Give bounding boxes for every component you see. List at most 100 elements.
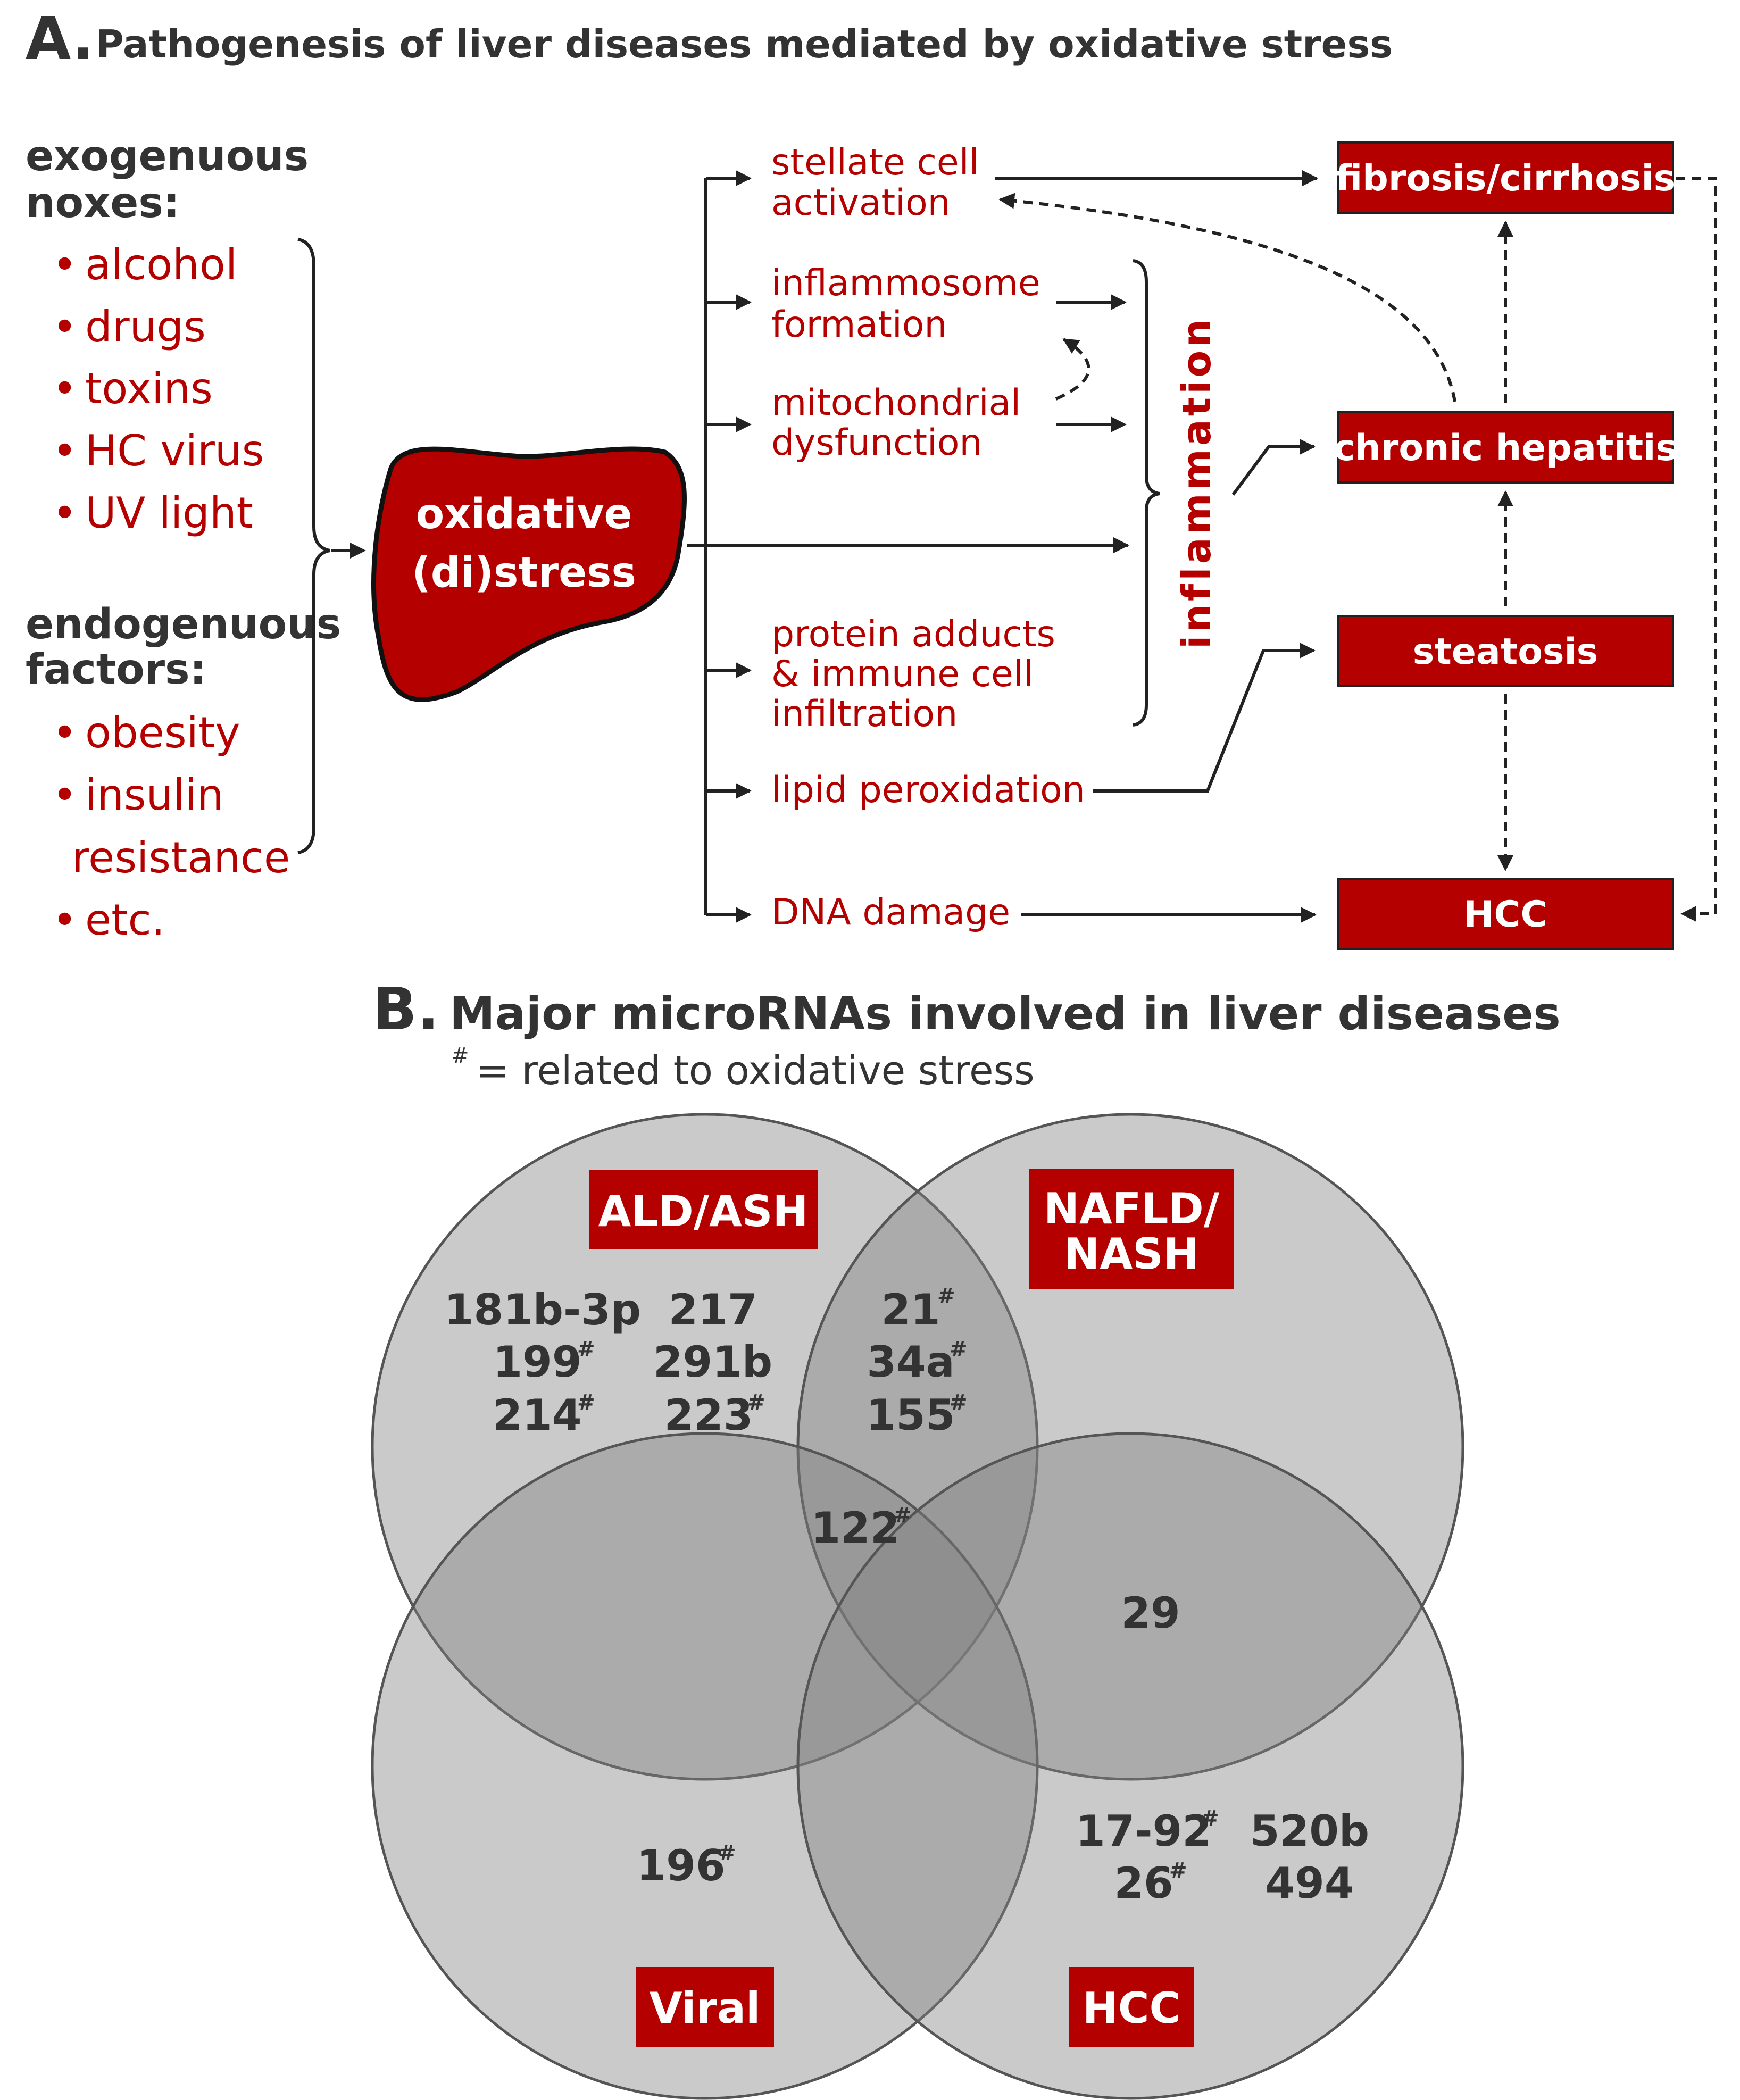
hash-mark: # — [937, 1284, 955, 1309]
mirna-center-label: 122 — [811, 1503, 900, 1553]
hcc-set-label: HCC — [1083, 1984, 1180, 2033]
list-item: resistance — [72, 833, 290, 882]
hash-mark: # — [894, 1503, 912, 1528]
hash-mark: # — [747, 1390, 765, 1415]
endogenous-list: • obesity • insulin resistance • etc. — [52, 708, 290, 945]
hash-mark: # — [577, 1390, 595, 1415]
mirna-label: 17-92 — [1076, 1806, 1212, 1856]
stellate-label-1: stellate cell — [771, 141, 979, 184]
bullet-icon: • — [52, 895, 77, 945]
mito-to-inflammasome-arrow — [1055, 338, 1090, 401]
hcc-circle — [796, 1432, 1464, 2100]
mirna-nafld-hcc-label: 29 — [1121, 1588, 1180, 1638]
mirna-label: 520b — [1250, 1806, 1369, 1856]
bullet-icon: • — [52, 302, 77, 352]
mirna-label: 214 — [493, 1390, 582, 1440]
ald-only-mirnas: 181b-3p 217 199 # 291b 214 # 223 # — [444, 1285, 772, 1440]
hcc-box — [1337, 878, 1674, 950]
branch-arrows — [706, 170, 752, 923]
panel-b-title: Major microRNAs involved in liver diseas… — [449, 987, 1561, 1040]
bullet-icon: • — [52, 364, 77, 413]
bullet-icon: • — [52, 708, 77, 757]
bullet-icon: • — [52, 426, 77, 476]
hcc-set-label-box — [1069, 1967, 1194, 2047]
hash-mark: # — [577, 1337, 595, 1362]
list-item: HC virus — [85, 426, 264, 476]
list-item: etc. — [85, 895, 165, 945]
hepatitis-label: chronic hepatitis — [1334, 427, 1677, 469]
list-item: obesity — [85, 708, 240, 757]
hash-mark: # — [950, 1337, 968, 1362]
viral-label: Viral — [650, 1984, 761, 2033]
viral-circle — [371, 1432, 1039, 2100]
hepatitis-box — [1337, 411, 1674, 484]
mirna-label: 34a — [867, 1337, 954, 1387]
mitochondrial-label-1: mitochondrial — [771, 382, 1021, 424]
dna-label: DNA damage — [771, 891, 1010, 934]
stellate-label-2: activation — [771, 182, 951, 224]
mitochondrial-label-2: dysfunction — [771, 422, 983, 464]
inflammation-brace — [1133, 259, 1160, 727]
lipid-label: lipid peroxidation — [771, 769, 1085, 811]
panel-a-title: Pathogenesis of liver diseases mediated … — [96, 22, 1393, 66]
fibrosis-to-hcc-arrow — [1676, 177, 1717, 922]
hepatitis-to-stellate-arrow — [998, 193, 1456, 402]
note-hash-symbol: # — [451, 1044, 469, 1068]
note-text: = related to oxidative stress — [476, 1048, 1035, 1094]
endogenous-heading-1: endogenuous — [26, 601, 341, 648]
hash-mark: # — [1169, 1859, 1187, 1883]
oxidative-stress-label-2: (di)stress — [412, 549, 636, 597]
mirna-label: 21 — [881, 1285, 940, 1335]
ald-label: ALD/ASH — [598, 1187, 809, 1236]
oxidative-stress-shape — [371, 446, 687, 702]
nafld-label-1: NAFLD/ — [1044, 1184, 1220, 1234]
ald-label-box — [589, 1170, 818, 1249]
list-item: toxins — [85, 364, 213, 413]
mirna-label: 199 — [493, 1337, 582, 1387]
protein-label-3: infiltration — [771, 693, 958, 735]
mirna-label: 26 — [1114, 1859, 1173, 1908]
protein-label-1: protein adducts — [771, 613, 1055, 655]
exogenous-list: • alcohol • drugs • toxins • HC virus • … — [52, 240, 264, 538]
exogenous-heading-1: exogenuous — [26, 132, 309, 180]
hash-mark: # — [1201, 1806, 1219, 1831]
bullet-icon: • — [52, 770, 77, 820]
bullet-icon: • — [52, 240, 77, 289]
input-brace — [297, 238, 330, 854]
steatosis-label: steatosis — [1413, 631, 1598, 673]
protein-label-2: & immune cell — [771, 653, 1034, 695]
lipid-to-steatosis-arrow — [1093, 643, 1316, 793]
ald-nafld-mirnas: 21 # 34a # 155 # — [867, 1284, 968, 1440]
panel-a-letter: A. — [26, 4, 94, 72]
steatosis-box — [1337, 615, 1674, 687]
mirna-label: 181b-3p — [444, 1285, 641, 1335]
hash-mark: # — [718, 1841, 736, 1865]
list-item: insulin — [85, 770, 223, 820]
fibrosis-box — [1337, 141, 1674, 214]
list-item: UV light — [85, 488, 253, 538]
mirna-label: 291b — [653, 1337, 772, 1387]
oxidative-stress-label-1: oxidative — [416, 490, 632, 538]
mirna-label: 494 — [1266, 1859, 1354, 1908]
hcc-label: HCC — [1464, 894, 1547, 936]
endogenous-heading-2: factors: — [26, 646, 206, 694]
nafld-label-2: NASH — [1064, 1229, 1198, 1279]
hash-mark: # — [950, 1390, 968, 1415]
bullet-icon: • — [52, 488, 77, 538]
hcc-only-mirnas: 17-92 # 520b 26 # 494 — [1076, 1806, 1369, 1908]
list-item: drugs — [85, 302, 206, 352]
mirna-label: 223 — [664, 1390, 753, 1440]
inflammation-to-hepatitis-arrow — [1231, 439, 1316, 496]
inflammation-label: inflammation — [1174, 316, 1220, 649]
fibrosis-label: fibrosis/cirrhosis — [1336, 157, 1676, 199]
nafld-label-box — [1029, 1169, 1234, 1289]
mirna-label: 155 — [867, 1390, 955, 1440]
panel-b-letter: B. — [372, 975, 439, 1043]
venn-diagram — [371, 1113, 1464, 2100]
inflammasome-label-2: formation — [771, 304, 947, 346]
mirna-label: 217 — [669, 1285, 757, 1335]
exogenous-heading-2: noxes: — [26, 179, 180, 227]
list-item: alcohol — [85, 240, 237, 289]
